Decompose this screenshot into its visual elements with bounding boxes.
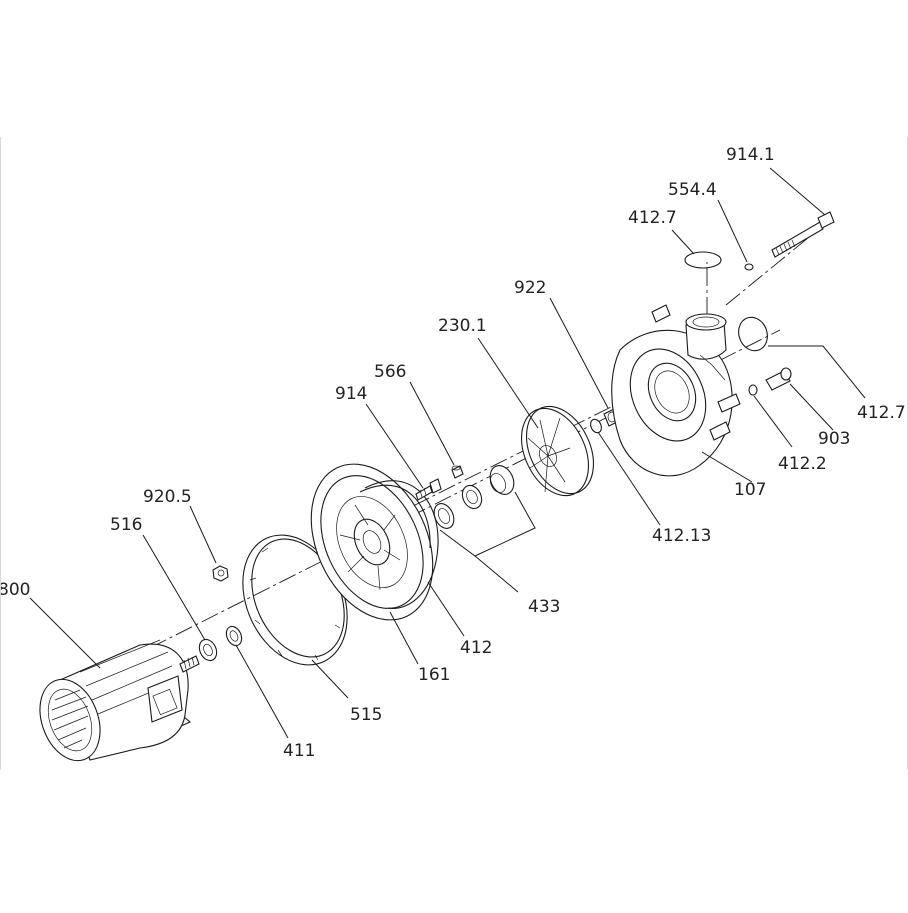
label-412-7-top: 412.7 bbox=[628, 208, 677, 228]
label-412-2: 412.2 bbox=[778, 454, 827, 474]
label-107: 107 bbox=[734, 480, 766, 500]
ring-516 bbox=[198, 638, 218, 662]
label-412-7-right: 412.7 bbox=[857, 403, 906, 423]
casing-cover-161 bbox=[310, 463, 434, 621]
label-922: 922 bbox=[514, 278, 546, 298]
bolt-914-1 bbox=[771, 211, 835, 258]
pump-casing-107 bbox=[611, 304, 741, 477]
o-ring-412-7-top bbox=[684, 251, 722, 269]
pin-566 bbox=[451, 465, 464, 479]
nut-920-5 bbox=[212, 565, 229, 582]
label-566: 566 bbox=[374, 362, 406, 382]
plug-903 bbox=[765, 367, 792, 391]
label-412-13: 412.13 bbox=[652, 526, 711, 546]
frame-left-edge bbox=[0, 137, 1, 770]
washer-554-4 bbox=[744, 263, 754, 271]
label-411: 411 bbox=[283, 741, 315, 761]
label-515: 515 bbox=[350, 705, 382, 725]
bolt-914 bbox=[415, 478, 442, 501]
label-412: 412 bbox=[460, 638, 492, 658]
label-161: 161 bbox=[418, 665, 450, 685]
impeller-230-1 bbox=[521, 405, 594, 497]
label-914: 914 bbox=[335, 384, 367, 404]
label-903: 903 bbox=[818, 429, 850, 449]
o-ring-412-7-right bbox=[738, 316, 768, 352]
part-labels: 800 516 920.5 411 515 161 412 914 566 43… bbox=[0, 145, 906, 761]
label-920-5: 920.5 bbox=[143, 487, 192, 507]
mechanical-seal-433 bbox=[433, 465, 536, 557]
label-516: 516 bbox=[110, 515, 142, 535]
ring-411 bbox=[225, 625, 243, 647]
motor-800 bbox=[39, 639, 200, 762]
ring-412-13 bbox=[590, 418, 602, 434]
label-230-1: 230.1 bbox=[438, 316, 487, 336]
label-914-1: 914.1 bbox=[726, 145, 775, 165]
label-554-4: 554.4 bbox=[668, 180, 717, 200]
o-ring-412 bbox=[359, 480, 439, 609]
label-800: 800 bbox=[0, 580, 30, 600]
label-433: 433 bbox=[528, 597, 560, 617]
clamp-band-515 bbox=[242, 534, 348, 666]
ring-412-2 bbox=[748, 384, 758, 396]
leader-lines bbox=[29, 167, 866, 739]
